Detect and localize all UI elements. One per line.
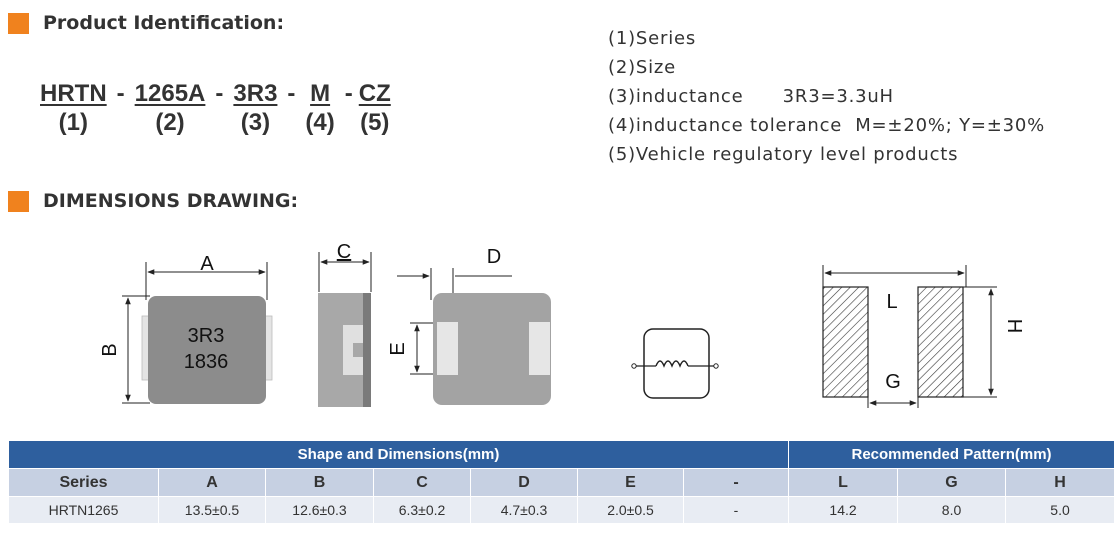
side-edge xyxy=(363,293,371,407)
table-cell: 12.6±0.3 xyxy=(265,496,374,524)
side-view: C xyxy=(318,241,372,407)
dimensions-drawing-title: DIMENSIONS DRAWING: xyxy=(43,190,299,212)
table-cell: 5.0 xyxy=(1005,496,1116,524)
code-number: (3) xyxy=(240,109,271,136)
dimensions-drawing-heading: DIMENSIONS DRAWING: xyxy=(8,190,298,212)
label-b: B xyxy=(99,343,121,356)
table-cell: 4.7±0.3 xyxy=(470,496,578,524)
recommended-pattern: L G H xyxy=(822,265,1025,408)
side-notch xyxy=(353,343,363,357)
group-header-pattern: Recommended Pattern(mm) xyxy=(788,440,1116,469)
table-group-header-row: Shape and Dimensions(mm) Recommended Pat… xyxy=(7,440,1116,469)
column-header: A xyxy=(158,468,266,497)
column-header: G xyxy=(897,468,1007,497)
code-number: (4) xyxy=(305,109,335,136)
code-separator: - xyxy=(287,80,296,107)
note-vehicle-level: (5)Vehicle regulatory level products xyxy=(608,144,959,165)
code-number: (5) xyxy=(360,109,390,136)
product-identification-title: Product Identification: xyxy=(43,12,285,34)
column-header: C xyxy=(373,468,471,497)
bottom-body xyxy=(433,293,551,405)
label-c: C xyxy=(337,241,351,263)
label-l: L xyxy=(886,291,897,313)
code-part-2: 1265A (2) xyxy=(135,80,206,138)
bottom-view: D E xyxy=(387,246,551,405)
group-header-shape: Shape and Dimensions(mm) xyxy=(7,440,790,469)
label-e: E xyxy=(387,342,409,355)
code-separator: - xyxy=(344,80,353,107)
table-cell: 13.5±0.5 xyxy=(158,496,266,524)
code-number: (1) xyxy=(58,109,88,136)
code-segment: 3R3 xyxy=(233,80,278,107)
code-part-4: M (4) xyxy=(305,80,334,138)
table-cell: 6.3±0.2 xyxy=(373,496,471,524)
table-cell: 2.0±0.5 xyxy=(577,496,684,524)
label-a: A xyxy=(200,253,214,275)
column-header: Series xyxy=(8,468,159,497)
pad-pattern-left xyxy=(822,286,869,398)
product-identification-heading: Product Identification: xyxy=(8,12,284,34)
inductor-body xyxy=(148,296,266,404)
part-code: HRTN (1) - 1265A (2) - 3R3 (3) - M (4) -… xyxy=(40,80,391,138)
label-h: H xyxy=(1003,319,1025,333)
column-header: H xyxy=(1005,468,1116,497)
code-part-1: HRTN (1) xyxy=(40,80,107,138)
code-segment: CZ xyxy=(358,80,391,107)
note-size: (2)Size xyxy=(608,57,677,78)
dimensions-drawing: A B 3R3 1836 C D E xyxy=(99,241,1025,408)
orange-square-icon xyxy=(8,12,29,34)
pad-pattern-right xyxy=(917,286,964,398)
code-part-3: 3R3 (3) xyxy=(233,80,277,138)
column-header: D xyxy=(470,468,578,497)
note-tolerance: (4)inductance tolerance M=±20%; Y=±30% xyxy=(608,115,1046,136)
code-part-5: CZ (5) xyxy=(359,80,391,138)
code-separator: - xyxy=(116,80,125,107)
marking-line-2: 1836 xyxy=(184,351,229,373)
label-g: G xyxy=(885,371,901,393)
marking-line-1: 3R3 xyxy=(188,325,225,347)
code-number: (2) xyxy=(155,109,185,136)
table-cell: HRTN1265 xyxy=(8,496,159,524)
inductor-symbol-icon xyxy=(631,328,719,399)
label-d: D xyxy=(487,246,501,268)
column-header: E xyxy=(577,468,684,497)
note-inductance: (3)inductance 3R3=3.3uH xyxy=(608,86,894,107)
table-row: HRTN1265 13.5±0.5 12.6±0.3 6.3±0.2 4.7±0… xyxy=(8,496,1116,524)
code-segment: M xyxy=(310,80,331,107)
code-segment: HRTN xyxy=(40,80,107,107)
column-header: - xyxy=(682,468,790,497)
table-column-header-row: Series A B C D E - L G H xyxy=(8,468,1116,497)
code-notes: (1)Series (2)Size (3)inductance 3R3=3.3u… xyxy=(608,24,1045,169)
pad-left xyxy=(437,322,458,375)
pad-right xyxy=(529,322,550,375)
column-header: B xyxy=(265,468,374,497)
table-cell: - xyxy=(682,496,790,524)
code-separator: - xyxy=(215,80,224,107)
code-segment: 1265A xyxy=(134,80,206,107)
table-cell: 8.0 xyxy=(897,496,1007,524)
table-cell: 14.2 xyxy=(788,496,899,524)
dimensions-table: Shape and Dimensions(mm) Recommended Pat… xyxy=(7,440,1116,524)
column-header: L xyxy=(788,468,899,497)
orange-square-icon xyxy=(8,190,29,212)
top-view: A B 3R3 1836 xyxy=(99,253,273,404)
note-series: (1)Series xyxy=(608,28,697,49)
